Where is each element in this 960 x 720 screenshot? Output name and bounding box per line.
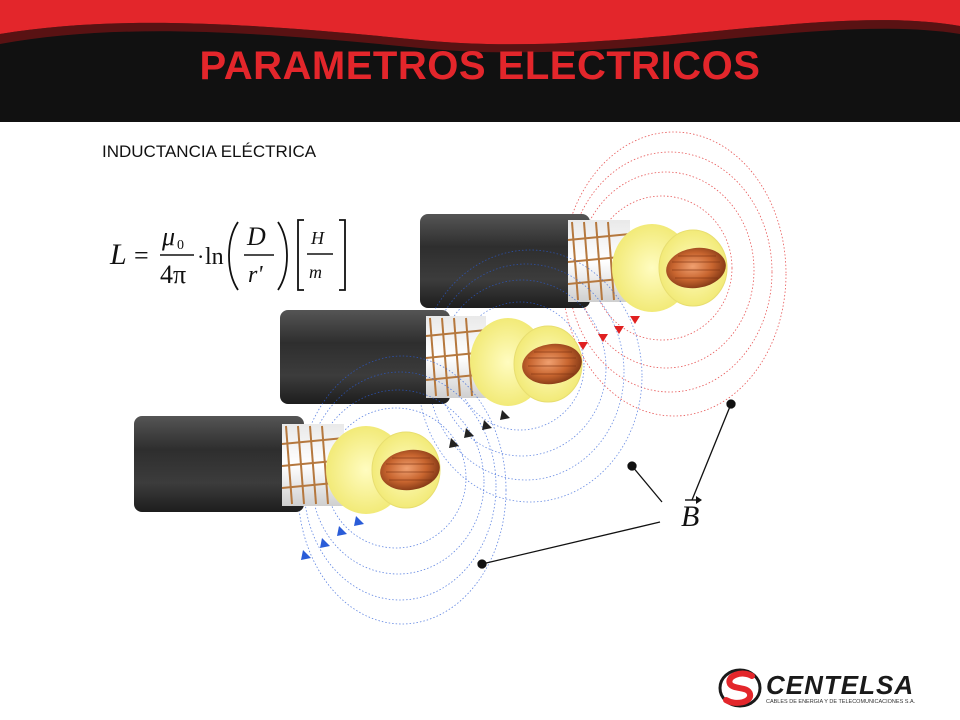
formula-unit-m: m	[309, 262, 322, 282]
centelsa-logo-icon	[718, 668, 762, 708]
formula-graphic: L = μ 0 4π · ln D r' H m	[109, 219, 346, 291]
vector-arrow-icon	[685, 496, 702, 504]
cable-middle	[280, 310, 583, 406]
field-arrows-black	[449, 410, 510, 448]
formula-d: D	[246, 222, 266, 251]
cable-front	[134, 416, 441, 514]
formula-unit-h: H	[310, 228, 325, 248]
formula-mu-sub: 0	[177, 238, 184, 253]
slide-title: PARAMETROS ELECTRICOS	[199, 44, 761, 88]
centelsa-logo: CENTELSA CABLES DE ENERGIA Y DE TELECOMU…	[718, 668, 915, 710]
slide-subtitle: INDUCTANCIA ELÉCTRICA	[102, 142, 317, 161]
magnetic-field-label: B	[681, 500, 700, 533]
formula-ln: ln	[205, 244, 224, 270]
formula-denominator: 4π	[160, 260, 186, 289]
cable-back	[420, 214, 728, 312]
formula-r: r'	[248, 262, 263, 288]
formula-dot: ·	[197, 244, 204, 269]
b-leader-lines	[477, 399, 736, 569]
header-background	[0, 0, 960, 122]
centelsa-wordmark: CENTELSA	[766, 670, 915, 700]
centelsa-tagline: CABLES DE ENERGIA Y DE TELECOMUNICACIONE…	[766, 699, 916, 705]
field-arrows-blue	[301, 516, 364, 560]
header-banner: PARAMETROS ELECTRICOS	[0, 0, 960, 122]
formula-lhs: L	[109, 238, 127, 271]
formula-equals: =	[134, 241, 149, 270]
field-arrows-red	[578, 316, 640, 350]
inductance-formula: L = μ 0 4π · ln D r' H m	[108, 212, 358, 292]
formula-mu: μ	[161, 222, 175, 251]
